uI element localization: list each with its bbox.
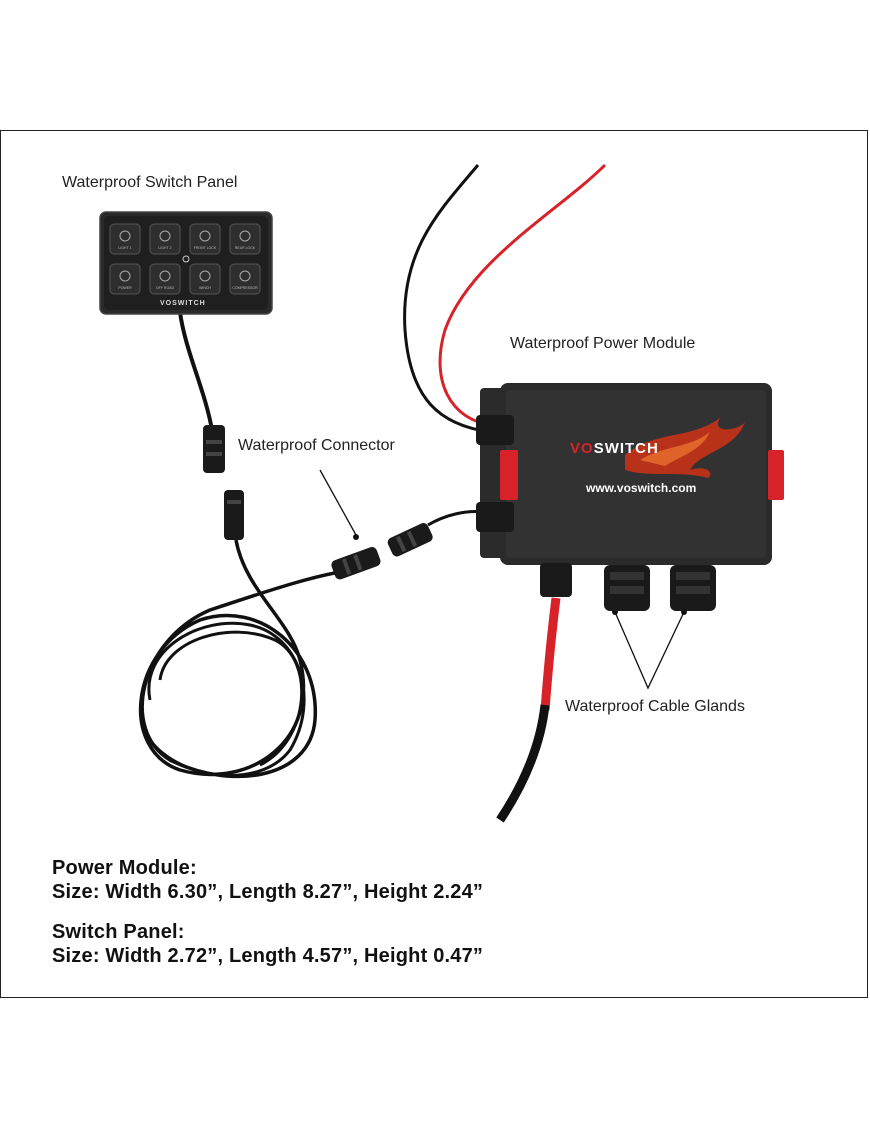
- label-cable-glands: Waterproof Cable Glands: [565, 698, 745, 715]
- label-power-module: Waterproof Power Module: [510, 335, 696, 352]
- panel-button-label: FRONT LOCK: [194, 246, 217, 250]
- switch-panel-spec-size: Size: Width 2.72”, Length 4.57”, Height …: [52, 945, 484, 967]
- panel-button-label: POWER: [118, 286, 132, 290]
- power-module-spec-size: Size: Width 6.30”, Length 8.27”, Height …: [52, 881, 484, 903]
- connector-top: [203, 425, 225, 473]
- module-brand-suffix: SWITCH: [593, 440, 659, 457]
- gland-top-1: [476, 415, 514, 445]
- panel-button-icon: [159, 230, 171, 242]
- panel-button: [149, 223, 181, 255]
- panel-button: [189, 223, 221, 255]
- panel-button-icon: [239, 230, 251, 242]
- panel-button-label: LIGHT 2: [158, 246, 171, 250]
- gland-bottom-1: [540, 563, 572, 597]
- clip-right: [768, 450, 784, 500]
- power-module: [476, 383, 784, 611]
- label-connector: Waterproof Connector: [238, 437, 395, 454]
- panel-button-label: COMPRESSOR: [232, 286, 258, 290]
- coiled-cable: [138, 539, 361, 779]
- panel-button-icon: [199, 230, 211, 242]
- panel-button-icon: [199, 270, 211, 282]
- power-module-spec-title: Power Module:: [52, 857, 197, 879]
- panel-button: [229, 223, 261, 255]
- panel-button-label: REAR LOCK: [235, 246, 256, 250]
- mid-connector-right: [387, 523, 433, 557]
- module-brand-prefix: VO: [570, 440, 594, 457]
- panel-button-label: OFF ROAD: [156, 286, 175, 290]
- black-power-wire: [403, 164, 491, 434]
- panel-button-icon: [119, 230, 131, 242]
- mid-connector-left: [331, 546, 381, 580]
- panel-button: [229, 263, 261, 295]
- connector-bottom: [224, 490, 244, 540]
- panel-button-icon: [159, 270, 171, 282]
- panel-button-icon: [239, 270, 251, 282]
- red-power-wire: [438, 163, 607, 427]
- switch-panel-spec-title: Switch Panel:: [52, 921, 185, 943]
- switch-panel: [99, 211, 273, 315]
- clip-left: [500, 450, 518, 500]
- module-brand: VOSWITCH: [570, 440, 659, 457]
- panel-button: [109, 223, 141, 255]
- panel-button: [149, 263, 181, 295]
- panel-button: [189, 263, 221, 295]
- connector-pointer: [319, 469, 357, 536]
- gland-top-2: [476, 502, 514, 532]
- red-output-cable: [540, 597, 561, 711]
- glands-pointer: [614, 611, 685, 690]
- power-icon: [182, 255, 190, 263]
- black-sleeve: [496, 704, 550, 823]
- label-switch-panel: Waterproof Switch Panel: [62, 174, 238, 191]
- panel-button-icon: [119, 270, 131, 282]
- image-frame: [0, 130, 868, 998]
- panel-button-label: WINCH: [199, 286, 211, 290]
- panel-cable: [178, 311, 214, 431]
- module-url: www.voswitch.com: [586, 481, 697, 495]
- panel-button: [109, 263, 141, 295]
- panel-brand: VOSWITCH: [160, 300, 206, 307]
- panel-button-label: LIGHT 1: [118, 246, 131, 250]
